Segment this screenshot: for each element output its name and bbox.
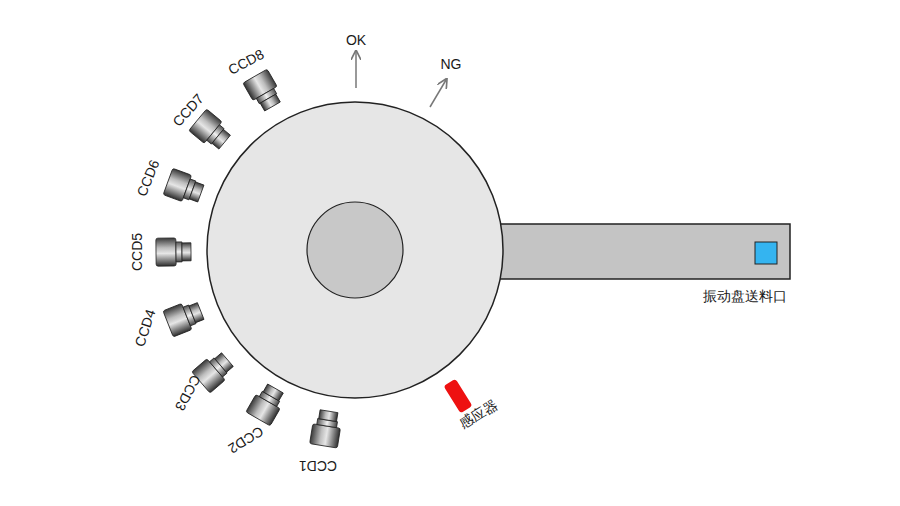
ccd-camera [243,69,285,113]
output-label: OK [346,33,366,47]
ng-arrow [430,80,446,107]
part [755,242,777,264]
turntable [207,102,503,398]
camera-label: CCD3 [173,373,203,413]
camera-label: CCD8 [226,47,266,77]
ccd-camera [246,382,288,426]
camera-label: CCD6 [134,158,161,199]
camera-label: CCD2 [226,424,266,456]
camera-label: CCD5 [130,233,144,271]
ccd-camera [156,238,191,266]
ok-arrow [355,52,357,88]
sensor [444,379,473,414]
ccd-camera [189,109,234,153]
ccd-camera [163,298,206,337]
camera-label: CCD1 [299,459,337,473]
feeder-label: 振动盘送料口 [703,289,787,303]
turntable-hub [307,202,403,298]
ccd-camera [163,168,205,206]
feeder-track [500,224,790,279]
camera-label: CCD4 [132,308,157,349]
ccd-camera [310,409,343,448]
output-label: NG [441,57,462,71]
